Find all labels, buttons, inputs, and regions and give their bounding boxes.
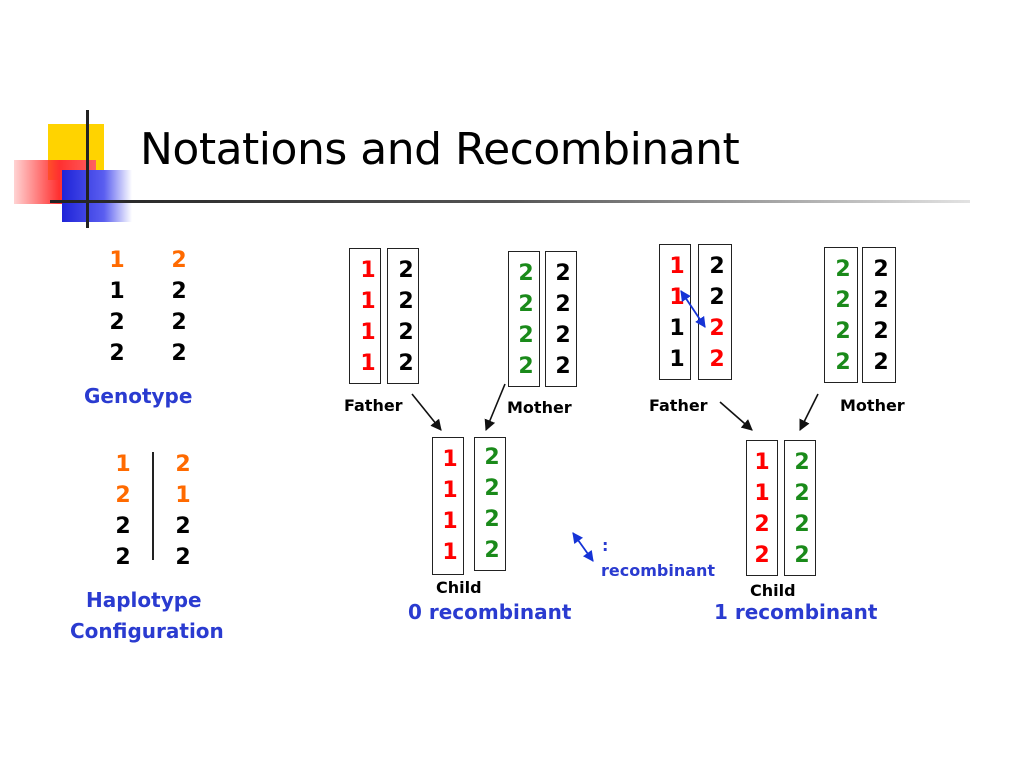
ex2-father-to-child-arrow — [719, 401, 753, 431]
allele: 2 — [518, 292, 534, 317]
ex1-mother-label: Mother — [507, 398, 572, 417]
allele: 2 — [398, 351, 414, 376]
allele: 2 — [398, 289, 414, 314]
allele: 2 — [484, 507, 500, 532]
allele: 1 — [669, 254, 685, 279]
title-underline — [50, 200, 970, 203]
haplotype-cell: 2 — [175, 514, 191, 539]
genotype-cell: 1 — [109, 248, 125, 273]
allele: 2 — [484, 538, 500, 563]
legend-colon: : — [602, 536, 609, 555]
allele: 2 — [484, 445, 500, 470]
allele: 2 — [754, 543, 770, 568]
allele: 1 — [669, 347, 685, 372]
allele: 1 — [442, 540, 458, 565]
haplotype-cell: 1 — [115, 452, 131, 477]
allele: 2 — [555, 354, 571, 379]
haplotype-cell: 2 — [115, 545, 131, 570]
ex1-child-label: Child — [436, 578, 482, 597]
genotype-cell: 2 — [171, 248, 187, 273]
allele: 1 — [442, 478, 458, 503]
allele: 2 — [794, 512, 810, 537]
allele: 1 — [442, 447, 458, 472]
allele: 2 — [484, 476, 500, 501]
ex1-child-chromosome-left — [432, 437, 464, 575]
allele: 2 — [873, 319, 889, 344]
haplotype-cell: 2 — [175, 452, 191, 477]
ex1-father-chromosome-right — [387, 248, 419, 384]
legend-text: recombinant — [601, 561, 716, 580]
allele: 2 — [835, 257, 851, 282]
ex1-mother-to-child-arrow — [484, 383, 506, 432]
haplotype-cell: 1 — [175, 483, 191, 508]
allele: 2 — [709, 316, 725, 341]
haplotype-label-line1: Haplotype — [86, 588, 202, 612]
ex1-mother-chromosome-left — [508, 251, 540, 387]
allele: 2 — [835, 350, 851, 375]
haplotype-divider — [152, 452, 154, 560]
allele: 2 — [794, 543, 810, 568]
allele: 1 — [754, 481, 770, 506]
allele: 2 — [835, 319, 851, 344]
ex1-child-chromosome-right — [474, 437, 506, 571]
allele: 1 — [442, 509, 458, 534]
allele: 2 — [709, 285, 725, 310]
allele: 1 — [360, 320, 376, 345]
genotype-cell: 1 — [109, 279, 125, 304]
genotype-cell: 2 — [109, 310, 125, 335]
allele: 2 — [555, 261, 571, 286]
allele: 2 — [794, 481, 810, 506]
ex1-mother-chromosome-right — [545, 251, 577, 387]
ex1-father-chromosome-left — [349, 248, 381, 384]
ex2-recombination-arrow — [680, 290, 706, 328]
legend-recombinant-arrow — [572, 532, 594, 562]
ex2-mother-to-child-arrow — [799, 393, 819, 432]
genotype-cell: 2 — [171, 279, 187, 304]
allele: 2 — [835, 288, 851, 313]
allele: 2 — [873, 350, 889, 375]
allele: 1 — [754, 450, 770, 475]
allele: 2 — [518, 354, 534, 379]
ex1-result-label: 0 recombinant — [408, 600, 572, 624]
ex1-father-to-child-arrow — [411, 393, 442, 431]
genotype-cell: 2 — [171, 310, 187, 335]
allele: 2 — [398, 258, 414, 283]
ex2-mother-chromosome-right — [862, 247, 896, 383]
allele: 2 — [794, 450, 810, 475]
allele: 2 — [873, 288, 889, 313]
allele: 2 — [754, 512, 770, 537]
genotype-cell: 2 — [171, 341, 187, 366]
allele: 1 — [360, 289, 376, 314]
allele: 2 — [398, 320, 414, 345]
title-deco-blue-square — [62, 170, 132, 222]
allele: 2 — [518, 261, 534, 286]
allele: 1 — [360, 258, 376, 283]
haplotype-cell: 2 — [115, 514, 131, 539]
haplotype-cell: 2 — [175, 545, 191, 570]
ex2-mother-chromosome-left — [824, 247, 858, 383]
ex2-child-chromosome-left — [746, 440, 778, 576]
allele: 2 — [555, 292, 571, 317]
ex1-father-label: Father — [344, 396, 403, 415]
ex2-child-chromosome-right — [784, 440, 816, 576]
allele: 1 — [360, 351, 376, 376]
ex2-father-label: Father — [649, 396, 708, 415]
slide-title: Notations and Recombinant — [140, 124, 740, 175]
allele: 2 — [518, 323, 534, 348]
title-deco-vertical-line — [86, 110, 89, 228]
allele: 2 — [709, 254, 725, 279]
genotype-cell: 2 — [109, 341, 125, 366]
allele: 2 — [709, 347, 725, 372]
allele: 2 — [555, 323, 571, 348]
ex2-child-label: Child — [750, 581, 796, 600]
allele: 2 — [873, 257, 889, 282]
ex2-result-label: 1 recombinant — [714, 600, 878, 624]
haplotype-cell: 2 — [115, 483, 131, 508]
haplotype-label-line2: Configuration — [70, 619, 224, 643]
genotype-label: Genotype — [84, 384, 193, 408]
ex2-mother-label: Mother — [840, 396, 905, 415]
